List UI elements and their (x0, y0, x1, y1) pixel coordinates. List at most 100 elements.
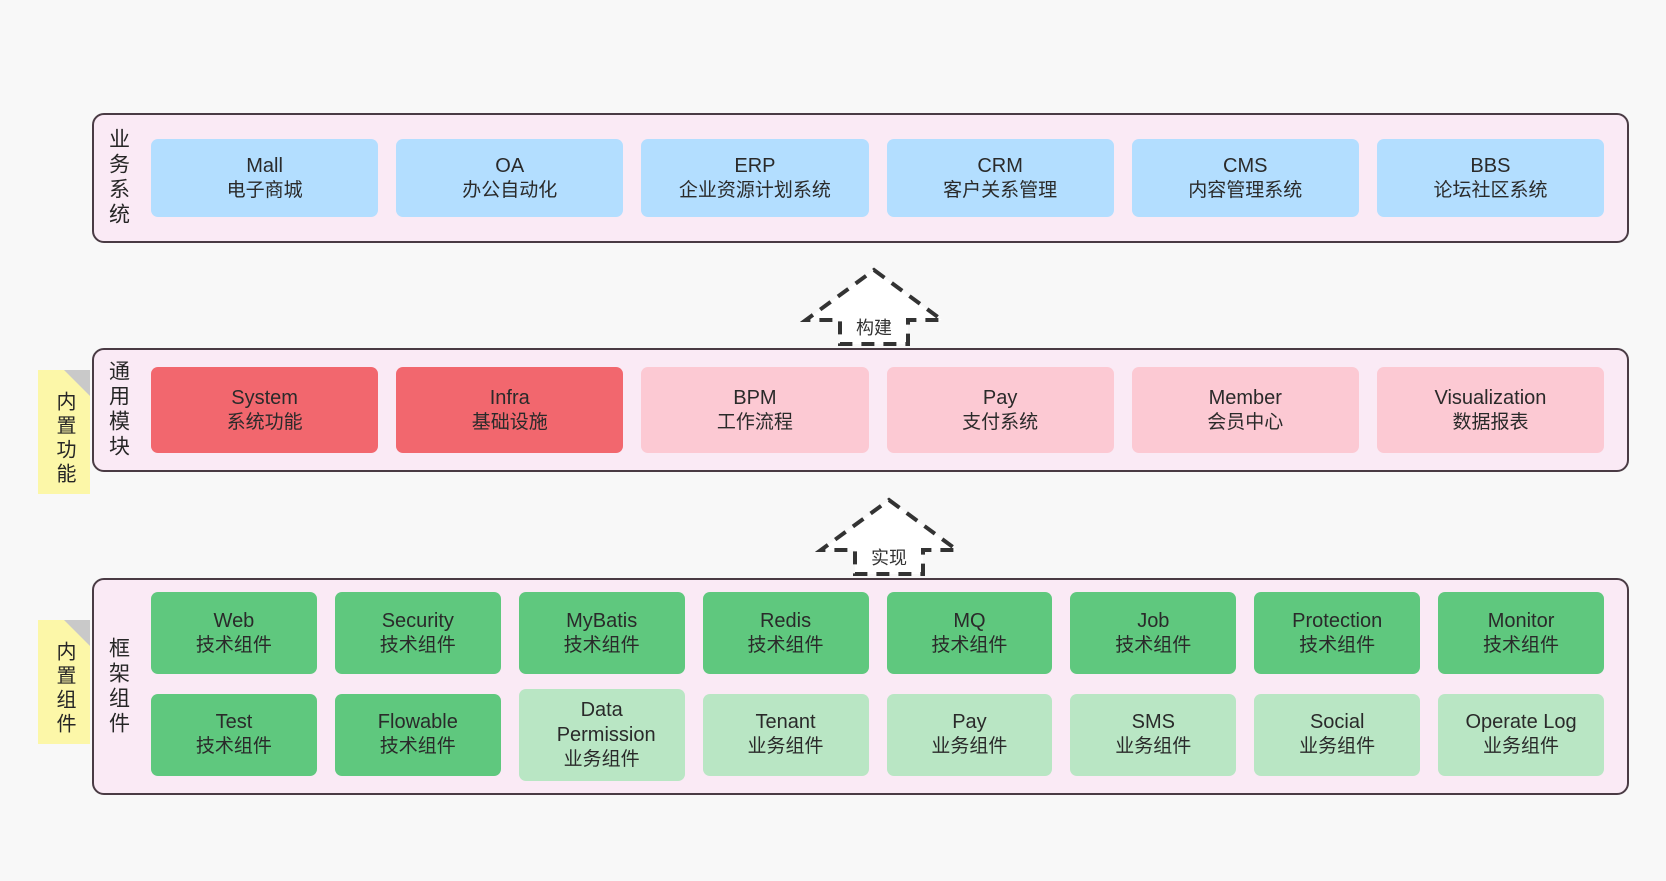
box-tenant-name: Tenant (755, 711, 816, 734)
box-job[interactable]: Job 技术组件 (1070, 592, 1237, 675)
box-erp[interactable]: ERP 企业资源计划系统 (641, 139, 869, 217)
layer-title-common-module: 通用模块 (106, 360, 130, 460)
note-fold-corner-icon (64, 370, 90, 396)
box-system-name: System (231, 386, 298, 409)
box-protection-name: Protection (1292, 609, 1383, 632)
box-member-desc: 会员中心 (1207, 411, 1284, 433)
box-infra-name: Infra (489, 386, 530, 409)
row-common-modules: System 系统功能 Infra 基础设施 BPM 工作流程 Pay 支付系统… (142, 350, 1613, 470)
box-operate-log[interactable]: Operate Log 业务组件 (1438, 693, 1604, 776)
box-social-name: Social (1309, 711, 1365, 734)
layer-framework-component: 框架组件 Web 技术组件 Security 技术组件 MyBatis 技术组件… (92, 578, 1629, 795)
box-redis-desc: 技术组件 (747, 634, 824, 656)
box-infra[interactable]: Infra 基础设施 (396, 367, 624, 453)
box-bbs-desc: 论坛社区系统 (1433, 179, 1548, 201)
box-bpm-name: BPM (733, 386, 777, 409)
box-bbs[interactable]: BBS 论坛社区系统 (1376, 139, 1605, 217)
box-crm[interactable]: CRM 客户关系管理 (886, 139, 1114, 217)
layer-title-business-system: 业务系统 (106, 128, 130, 228)
box-protection[interactable]: Protection 技术组件 (1254, 592, 1421, 675)
box-redis[interactable]: Redis 技术组件 (702, 592, 869, 675)
box-protection-desc: 技术组件 (1299, 634, 1376, 656)
box-web-name: Web (213, 609, 255, 632)
box-pay-component-desc: 业务组件 (931, 736, 1008, 758)
box-erp-desc: 企业资源计划系统 (678, 179, 831, 201)
box-test-name: Test (215, 711, 253, 734)
box-test-desc: 技术组件 (195, 736, 272, 758)
box-flowable[interactable]: Flowable 技术组件 (334, 693, 501, 776)
box-visualization[interactable]: Visualization 数据报表 (1376, 367, 1605, 453)
box-pay-module-desc: 支付系统 (962, 411, 1039, 433)
box-web[interactable]: Web 技术组件 (151, 592, 317, 675)
box-mq-desc: 技术组件 (931, 634, 1008, 656)
box-redis-name: Redis (759, 609, 812, 632)
box-pay-component[interactable]: Pay 业务组件 (886, 693, 1053, 776)
box-crm-name: CRM (977, 154, 1023, 177)
arrow-build-label: 构建 (856, 318, 892, 338)
box-web-desc: 技术组件 (195, 634, 272, 656)
box-bbs-name: BBS (1470, 154, 1511, 177)
box-oa-desc: 办公自动化 (462, 179, 558, 201)
box-security-name: Security (381, 609, 454, 632)
box-tenant[interactable]: Tenant 业务组件 (702, 693, 869, 776)
box-erp-name: ERP (734, 154, 776, 177)
box-oa[interactable]: OA 办公自动化 (396, 139, 624, 217)
box-flowable-name: Flowable (377, 711, 458, 734)
box-bpm[interactable]: BPM 工作流程 (641, 367, 869, 453)
box-member[interactable]: Member 会员中心 (1131, 367, 1359, 453)
box-pay-module[interactable]: Pay 支付系统 (886, 367, 1114, 453)
box-mq-name: MQ (953, 609, 986, 632)
note-fold-corner-icon (64, 620, 90, 646)
box-data-permission-desc: 业务组件 (563, 748, 640, 770)
box-flowable-desc: 技术组件 (379, 736, 456, 758)
box-security[interactable]: Security 技术组件 (334, 592, 501, 675)
box-mq[interactable]: MQ 技术组件 (886, 592, 1053, 675)
box-pay-component-name: Pay (952, 711, 987, 734)
box-social-desc: 业务组件 (1299, 736, 1376, 758)
arrow-implement: 实现 (815, 494, 963, 578)
row-business-systems: Mall 电子商城 OA 办公自动化 ERP 企业资源计划系统 CRM 客户关系… (142, 115, 1613, 241)
box-data-permission-name: Data Permission (556, 698, 656, 746)
note-builtin-function-label: 内置功能 (53, 391, 75, 487)
box-mall-name: Mall (246, 154, 283, 177)
layer-body-framework-component: Web 技术组件 Security 技术组件 MyBatis 技术组件 Redi… (142, 580, 1627, 793)
box-cms-desc: 内容管理系统 (1188, 179, 1303, 201)
arrow-build-shape (800, 267, 948, 346)
box-sms[interactable]: SMS 业务组件 (1070, 693, 1237, 776)
box-member-name: Member (1208, 386, 1282, 409)
box-mall[interactable]: Mall 电子商城 (151, 139, 379, 217)
box-system[interactable]: System 系统功能 (151, 367, 379, 453)
row-tech-components: Web 技术组件 Security 技术组件 MyBatis 技术组件 Redi… (142, 590, 1613, 677)
box-monitor[interactable]: Monitor 技术组件 (1438, 592, 1604, 675)
box-cms-name: CMS (1223, 154, 1268, 177)
box-crm-desc: 客户关系管理 (943, 179, 1058, 201)
box-operate-log-name: Operate Log (1465, 711, 1577, 734)
layer-body-business-system: Mall 电子商城 OA 办公自动化 ERP 企业资源计划系统 CRM 客户关系… (142, 115, 1627, 241)
box-mybatis-name: MyBatis (566, 609, 638, 632)
box-social[interactable]: Social 业务组件 (1254, 693, 1421, 776)
arrow-implement-label: 实现 (871, 548, 907, 568)
box-pay-module-name: Pay (982, 386, 1018, 409)
row-business-components: Test 技术组件 Flowable 技术组件 Data Permission … (142, 687, 1613, 784)
box-data-permission[interactable]: Data Permission 业务组件 (518, 688, 685, 781)
box-mybatis-desc: 技术组件 (563, 634, 640, 656)
box-visualization-desc: 数据报表 (1452, 411, 1529, 433)
box-tenant-desc: 业务组件 (747, 736, 824, 758)
layer-body-common-module: System 系统功能 Infra 基础设施 BPM 工作流程 Pay 支付系统… (142, 350, 1627, 470)
box-sms-desc: 业务组件 (1115, 736, 1192, 758)
box-infra-desc: 基础设施 (471, 411, 548, 433)
box-oa-name: OA (495, 154, 525, 177)
box-test[interactable]: Test 技术组件 (151, 693, 317, 776)
box-sms-name: SMS (1131, 711, 1175, 734)
box-cms[interactable]: CMS 内容管理系统 (1131, 139, 1359, 217)
box-operate-log-desc: 业务组件 (1483, 736, 1560, 758)
box-monitor-desc: 技术组件 (1483, 634, 1560, 656)
arrow-implement-shape (815, 497, 963, 576)
box-mall-desc: 电子商城 (226, 179, 303, 201)
box-bpm-desc: 工作流程 (716, 411, 793, 433)
layer-common-module: 通用模块 System 系统功能 Infra 基础设施 BPM 工作流程 Pay… (92, 348, 1629, 472)
box-job-name: Job (1137, 609, 1170, 632)
box-mybatis[interactable]: MyBatis 技术组件 (518, 592, 685, 675)
note-builtin-component: 内置组件 (38, 620, 90, 744)
